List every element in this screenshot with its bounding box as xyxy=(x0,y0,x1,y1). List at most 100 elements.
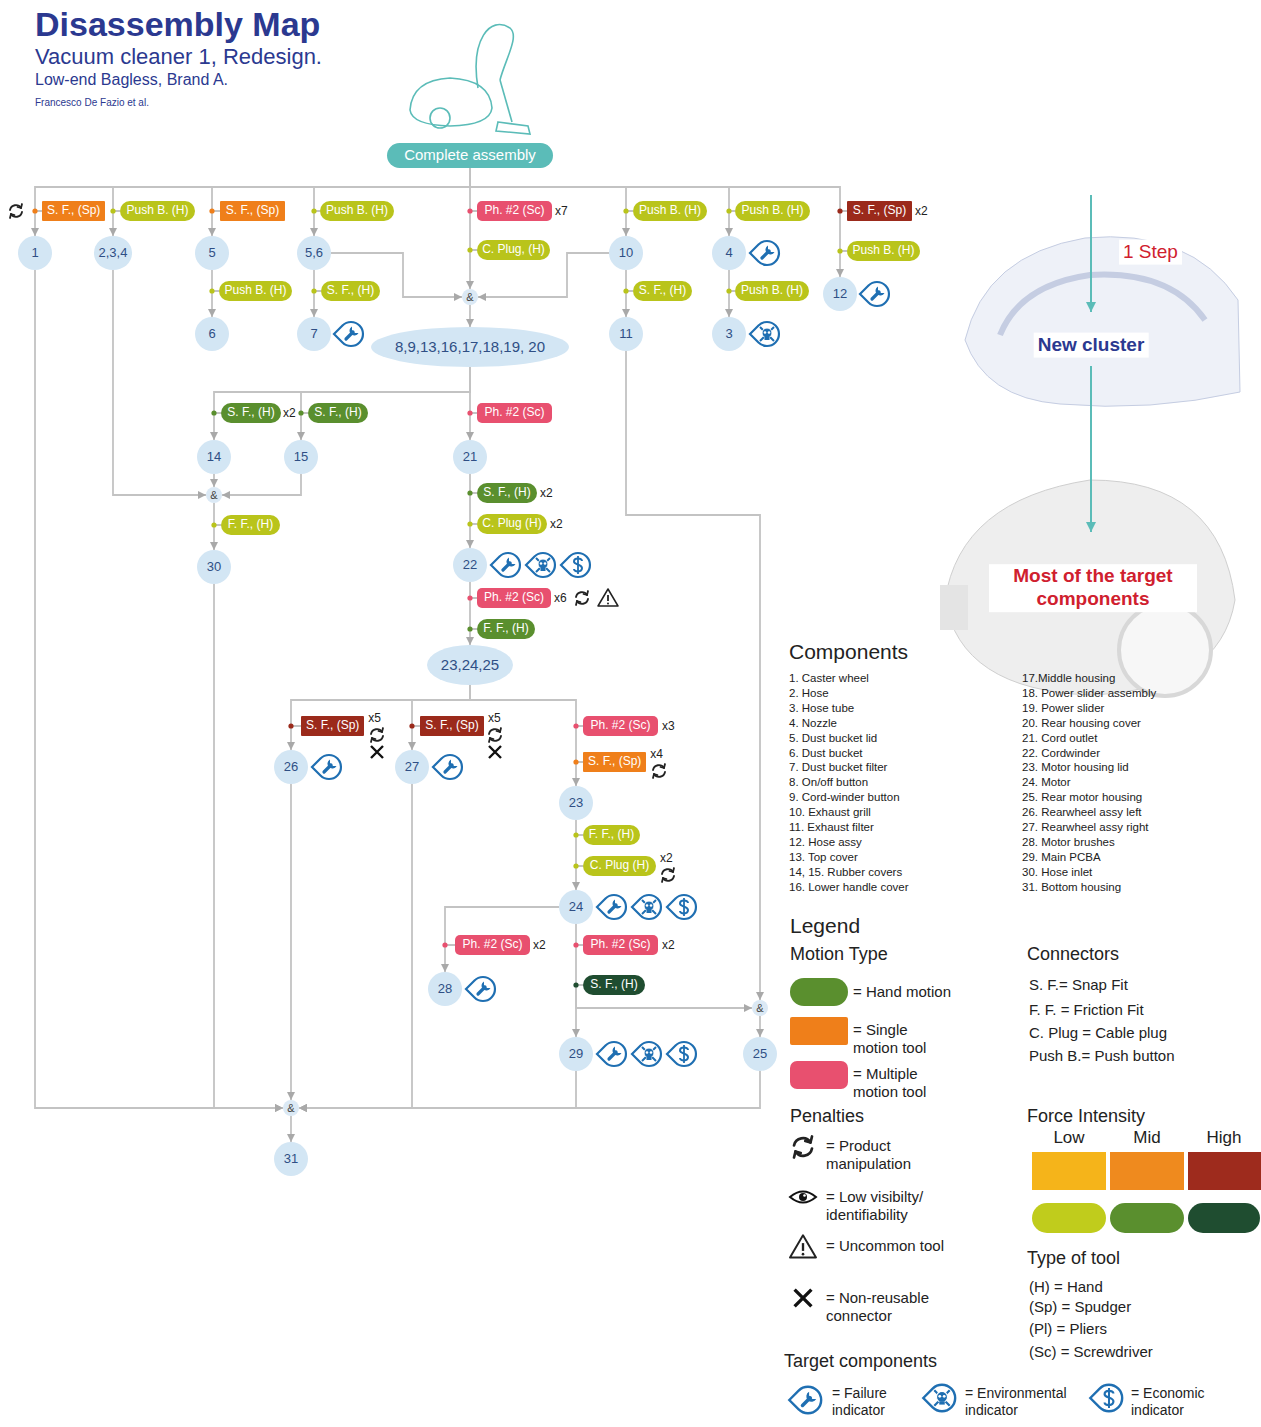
connector-tag: S. F., (H) xyxy=(477,483,537,503)
node-text: 1 xyxy=(31,246,38,260)
connector-line xyxy=(314,291,321,317)
connector-dot xyxy=(467,626,472,631)
component-circle: 26 xyxy=(274,750,308,784)
node-text: Ph. #2 (Sc) xyxy=(590,719,650,732)
node-text: S. F., (H) xyxy=(227,406,274,419)
map-title: Disassembly Map xyxy=(35,4,320,45)
connector-tag: Ph. #2 (Sc) xyxy=(477,588,551,608)
component-circle: 7 xyxy=(297,317,331,351)
connector-line xyxy=(576,945,583,985)
housing-photo xyxy=(940,480,1235,696)
cluster-ellipse: 8,9,13,16,17,18,19, 20 xyxy=(371,327,568,367)
connector-tag: S. F., (H) xyxy=(321,281,380,301)
legend-text: = Economic indicator xyxy=(1131,1385,1221,1419)
failure-icon xyxy=(466,977,495,1001)
connector-line xyxy=(113,211,120,236)
connector-line xyxy=(470,413,477,440)
legend-text: = Low visibilty/ identifiability xyxy=(826,1188,946,1224)
connector-dot xyxy=(573,863,578,868)
component-circle: 21 xyxy=(453,440,487,474)
connector-line xyxy=(212,270,219,291)
rotate-icon xyxy=(653,764,665,778)
text-label: 21. Cord outlet xyxy=(1022,732,1097,746)
text-label: 25. Rear motor housing xyxy=(1022,791,1142,805)
connector-line xyxy=(470,250,477,289)
node-text: S. F., (H) xyxy=(639,284,686,297)
text-label: Target components xyxy=(784,1351,937,1373)
text-label: (Pl) = Pliers xyxy=(1029,1320,1107,1338)
connector-dot xyxy=(442,942,447,947)
text-label: x2 xyxy=(660,851,673,865)
text-label: x6 xyxy=(554,591,567,605)
connector-dot xyxy=(467,595,472,600)
node-text: S. F., (H) xyxy=(483,486,530,499)
connector-tag: S. F., (Sp) xyxy=(583,752,646,772)
connector-dot xyxy=(726,208,731,213)
text-label: 26. Rearwheel assy left xyxy=(1022,806,1142,820)
failure-icon xyxy=(491,553,520,577)
component-circle: 12 xyxy=(823,277,857,311)
connector-tag: Ph. #2 (Sc) xyxy=(477,201,552,221)
connector-dot xyxy=(110,208,115,213)
vacuum-icon xyxy=(410,25,530,134)
step-arrow xyxy=(1090,195,1092,312)
economic-icon xyxy=(561,553,590,577)
legend-text: = Non-reusable connector xyxy=(826,1289,946,1325)
node-text: Ph. #2 (Sc) xyxy=(462,938,522,951)
text-label: x2 xyxy=(662,938,675,952)
node-text: S. F., (H) xyxy=(590,978,637,991)
cluster-ellipse: 23,24,25 xyxy=(427,645,512,685)
text-label: Components xyxy=(789,639,908,664)
text-label: S. F.= Snap Fit xyxy=(1029,976,1128,994)
connector-line xyxy=(113,270,206,495)
text-label: (H) = Hand xyxy=(1029,1278,1103,1296)
connector-line xyxy=(214,525,221,550)
failure-icon xyxy=(789,1387,821,1413)
connector-dot xyxy=(623,208,628,213)
component-circle: 6 xyxy=(195,317,229,351)
connector-dot xyxy=(837,208,842,213)
connector-line xyxy=(222,474,301,495)
cluster-photo xyxy=(965,237,1240,407)
connector-line xyxy=(35,270,283,1108)
connector-line xyxy=(729,291,735,317)
text-label: Push B.= Push button xyxy=(1029,1047,1175,1065)
node-text: Ph. #2 (Sc) xyxy=(484,591,544,604)
text-label: 20. Rear housing cover xyxy=(1022,717,1141,731)
connector-dot xyxy=(573,982,578,987)
connector-dot xyxy=(209,208,214,213)
text-label: x2 xyxy=(550,517,563,531)
text-label: Low-end Bagless, Brand A. xyxy=(35,70,228,89)
connector-line xyxy=(301,413,308,440)
component-circle: 15 xyxy=(284,440,318,474)
connector-tag: S. F., (Sp) xyxy=(220,201,285,221)
connector-line xyxy=(576,835,583,866)
component-circle: 5 xyxy=(195,236,229,270)
text-label: x7 xyxy=(555,204,568,218)
node-text: S. F., (Sp) xyxy=(853,204,906,217)
text-label: 12. Hose assy xyxy=(789,836,862,850)
node-text: Push B. (H) xyxy=(126,204,188,217)
connector-dot xyxy=(573,759,578,764)
connector-tag: F. F., (H) xyxy=(477,619,535,639)
node-text: Push B. (H) xyxy=(639,204,701,217)
connector-line xyxy=(212,211,220,236)
failure-icon xyxy=(860,282,889,306)
connector-tag: C. Plug (H) xyxy=(477,514,547,534)
connector-line xyxy=(626,270,633,291)
node-text: C. Plug (H) xyxy=(590,859,649,872)
text-label: x2 xyxy=(533,938,546,952)
join-node: & xyxy=(462,289,478,305)
component-circle: 2,3,4 xyxy=(94,236,133,270)
text-label: 30. Hose inlet xyxy=(1022,866,1092,880)
connector-tag: C. Plug, (H) xyxy=(477,240,550,260)
node-text: 6 xyxy=(208,327,215,341)
node-text: Complete assembly xyxy=(404,147,536,164)
legend-swatch xyxy=(790,978,848,1006)
connector-tag: Ph. #2 (Sc) xyxy=(455,935,530,955)
connector-dot xyxy=(467,521,472,526)
text-label: Legend xyxy=(790,913,860,938)
text-label: x4 xyxy=(650,747,663,761)
component-circle: 27 xyxy=(395,750,429,784)
node-text: S. F., (Sp) xyxy=(226,204,279,217)
